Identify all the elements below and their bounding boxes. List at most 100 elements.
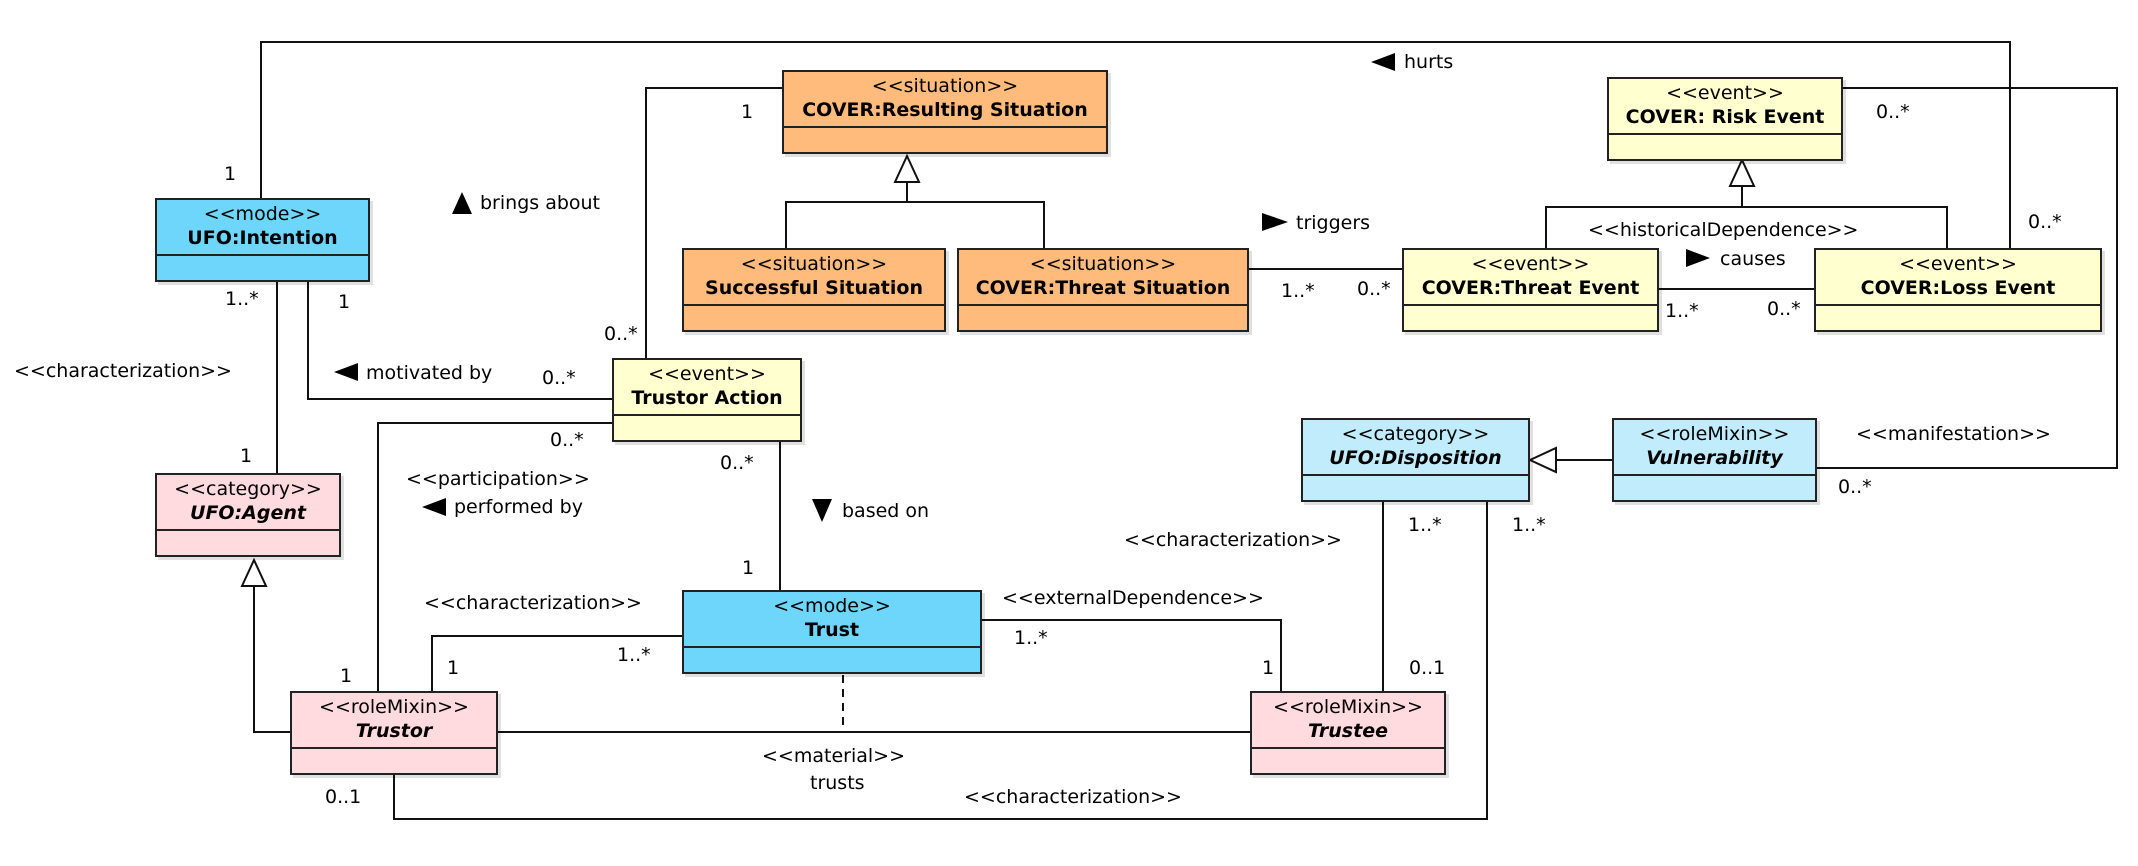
- class-name: UFO:Disposition: [1329, 447, 1502, 469]
- gen-risk-line: [1545, 206, 1948, 248]
- class-trustor-action[interactable]: <<event>>Trustor Action: [612, 358, 802, 442]
- class-name: COVER: Risk Event: [1625, 106, 1825, 128]
- class-intention[interactable]: <<mode>>UFO:Intention: [155, 198, 370, 282]
- mult-trustor-1a: 1: [340, 665, 353, 687]
- label-brings-about: brings about: [480, 192, 601, 214]
- mult-loss-event-0many: 0..*: [1767, 298, 1801, 320]
- class-name: Trust: [804, 619, 860, 641]
- stereotype: <<roleMixin>>: [1273, 696, 1423, 718]
- label-trusts: trusts: [810, 772, 865, 794]
- performed-by-direction-icon: [422, 498, 446, 516]
- class-loss-event[interactable]: <<event>>COVER:Loss Event: [1814, 248, 2102, 332]
- mult-trustor-1b: 1: [447, 657, 460, 679]
- gen-agent-arrow: [240, 557, 268, 587]
- label-triggers: triggers: [1296, 212, 1371, 234]
- label-characterization-disposition: <<characterization>>: [1124, 529, 1342, 551]
- class-name: Trustor: [355, 720, 433, 742]
- class-name: COVER:Threat Situation: [975, 277, 1231, 299]
- motivated-by-direction-icon: [334, 363, 358, 381]
- mult-vulnerability-0many: 0..*: [1838, 476, 1872, 498]
- stereotype: <<event>>: [648, 363, 766, 385]
- class-risk-event[interactable]: <<event>>COVER: Risk Event: [1607, 77, 1843, 161]
- stereotype: <<event>>: [1666, 82, 1784, 104]
- mult-trust-1many-right: 1..*: [1014, 627, 1048, 649]
- brings-about-line: [645, 87, 782, 358]
- hurts-line: [260, 41, 2011, 250]
- mult-loss-0many: 0..*: [2028, 211, 2062, 233]
- label-historical-dependence: <<historicalDependence>>: [1588, 219, 1859, 241]
- disposition-trustor-line: [393, 502, 1488, 820]
- label-motivated-by: motivated by: [366, 362, 493, 384]
- mult-trustee-1: 1: [1262, 657, 1275, 679]
- manifestation-line: [1815, 87, 2118, 469]
- class-name: UFO:Agent: [190, 502, 306, 524]
- class-threat-event[interactable]: <<event>>COVER:Threat Event: [1402, 248, 1659, 332]
- gen-risk-arrow: [1728, 157, 1756, 187]
- class-trust[interactable]: <<mode>>Trust: [682, 590, 982, 674]
- label-material: <<material>>: [762, 745, 905, 767]
- mult-trustee-0to1: 0..1: [1409, 657, 1446, 679]
- class-name: Vulnerability: [1646, 447, 1783, 469]
- label-manifestation: <<manifestation>>: [1856, 423, 2051, 445]
- label-characterization-bottom: <<characterization>>: [964, 786, 1182, 808]
- gen-disposition-arrow: [1527, 446, 1557, 474]
- class-name: UFO:Intention: [187, 227, 338, 249]
- label-causes: causes: [1720, 248, 1786, 270]
- mult-threat-event-0many: 0..*: [1357, 278, 1391, 300]
- class-successful-situation[interactable]: <<situation>>Successful Situation: [682, 248, 946, 332]
- class-trustee[interactable]: <<roleMixin>>Trustee: [1250, 691, 1446, 775]
- stereotype: <<mode>>: [773, 595, 891, 617]
- mult-trustor-0to1: 0..1: [325, 786, 362, 808]
- mult-threat-event-1many: 1..*: [1665, 300, 1699, 322]
- mult-trust-1: 1: [742, 557, 755, 579]
- trustor-trust-line: [431, 635, 682, 691]
- mult-threat-situation-1many: 1..*: [1281, 280, 1315, 302]
- causes-direction-icon: [1686, 249, 1710, 267]
- class-name: Trustor Action: [631, 387, 783, 409]
- class-name: Trustee: [1308, 720, 1388, 742]
- stereotype: <<situation>>: [871, 75, 1019, 97]
- class-vulnerability[interactable]: <<roleMixin>>Vulnerability: [1612, 418, 1817, 502]
- class-trustor[interactable]: <<roleMixin>>Trustor: [290, 691, 498, 775]
- mult-intention-top-1: 1: [224, 163, 237, 185]
- external-dependence-line: [982, 619, 1282, 691]
- class-resulting-situation[interactable]: <<situation>>COVER:Resulting Situation: [782, 70, 1108, 154]
- motivated-by-line: [307, 281, 612, 400]
- participation-line: [377, 422, 612, 691]
- gen-situation-arrow: [893, 153, 921, 183]
- stereotype: <<mode>>: [203, 203, 322, 225]
- hurts-direction-icon: [1371, 53, 1395, 71]
- mult-intention-1: 1: [338, 291, 351, 313]
- stereotype: <<roleMixin>>: [319, 696, 469, 718]
- class-threat-situation[interactable]: <<situation>>COVER:Threat Situation: [957, 248, 1249, 332]
- stereotype: <<situation>>: [740, 253, 888, 275]
- mult-resulting-1: 1: [741, 101, 754, 123]
- mult-disposition-1many-a: 1..*: [1408, 514, 1442, 536]
- mult-trustor-action-bottom-0many: 0..*: [720, 452, 754, 474]
- label-hurts: hurts: [1404, 51, 1454, 73]
- class-agent[interactable]: <<category>>UFO:Agent: [155, 473, 341, 557]
- mult-agent-1: 1: [240, 445, 253, 467]
- class-name: COVER:Loss Event: [1860, 277, 2056, 299]
- stereotype: <<event>>: [1899, 253, 2017, 275]
- mult-trustor-action-left-0many: 0..*: [542, 367, 576, 389]
- mult-risk-0many: 0..*: [1876, 101, 1910, 123]
- based-on-direction-icon: [812, 499, 832, 522]
- class-name: COVER:Threat Event: [1421, 277, 1640, 299]
- mult-disposition-1many-b: 1..*: [1512, 514, 1546, 536]
- label-participation: <<participation>>: [406, 468, 590, 490]
- label-characterization-trust: <<characterization>>: [424, 592, 642, 614]
- class-disposition[interactable]: <<category>>UFO:Disposition: [1301, 418, 1530, 502]
- gen-situation-line: [785, 201, 1045, 248]
- label-based-on: based on: [842, 500, 930, 522]
- stereotype: <<event>>: [1471, 253, 1590, 275]
- label-performed-by: performed by: [454, 496, 583, 518]
- gen-agent-line: [253, 586, 290, 733]
- mult-trustor-action-top-0many: 0..*: [604, 323, 638, 345]
- stereotype: <<category>>: [1341, 423, 1490, 445]
- label-external-dependence: <<externalDependence>>: [1002, 587, 1264, 609]
- mult-trust-1many-left: 1..*: [617, 644, 651, 666]
- class-name: Successful Situation: [705, 277, 923, 299]
- stereotype: <<category>>: [174, 478, 322, 500]
